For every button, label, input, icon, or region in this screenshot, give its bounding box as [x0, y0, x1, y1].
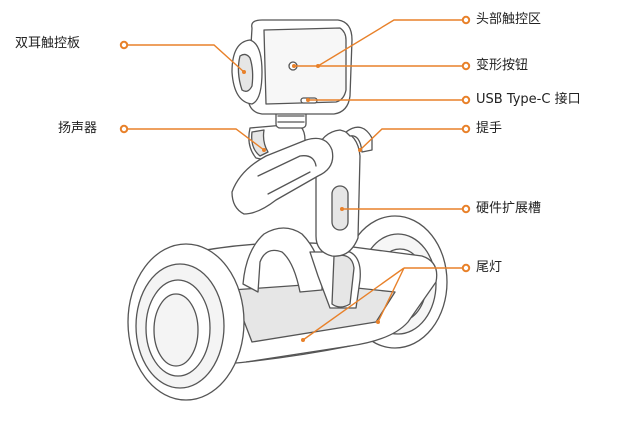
callout-dot-transform — [461, 61, 471, 71]
callout-dot-tail — [461, 263, 471, 273]
callout-line-tail-3 — [377, 267, 405, 323]
label-transform-button: 变形按钮 — [476, 58, 529, 73]
arm — [231, 137, 334, 215]
callout-line-speaker — [124, 128, 265, 151]
label-expansion-slot: 硬件扩展槽 — [476, 201, 542, 216]
callout-dot-slot — [461, 204, 471, 214]
callout-dot-speaker — [119, 124, 129, 134]
label-tail-light: 尾灯 — [476, 260, 503, 275]
callout-line-handle — [359, 128, 466, 151]
callout-dot-dual-ear — [119, 40, 129, 50]
body-legs — [242, 227, 361, 309]
label-handle: 提手 — [476, 121, 503, 136]
callout-line-tail-2 — [302, 267, 405, 341]
callout-lines — [124, 19, 466, 341]
label-head-touch-area: 头部触控区 — [476, 12, 542, 27]
callout-dot-head — [461, 15, 471, 25]
callout-dot-usb — [461, 95, 471, 105]
callout-dots — [119, 15, 471, 342]
left-wheel — [127, 243, 245, 401]
callout-line-dual-ear — [124, 44, 245, 73]
label-usb-port: USB Type-C 接口 — [476, 92, 581, 107]
callout-dot-handle — [461, 124, 471, 134]
label-dual-ear-touchpad: 双耳触控板 — [15, 36, 81, 51]
label-speaker: 扬声器 — [58, 121, 98, 136]
callout-line-head — [317, 19, 466, 67]
